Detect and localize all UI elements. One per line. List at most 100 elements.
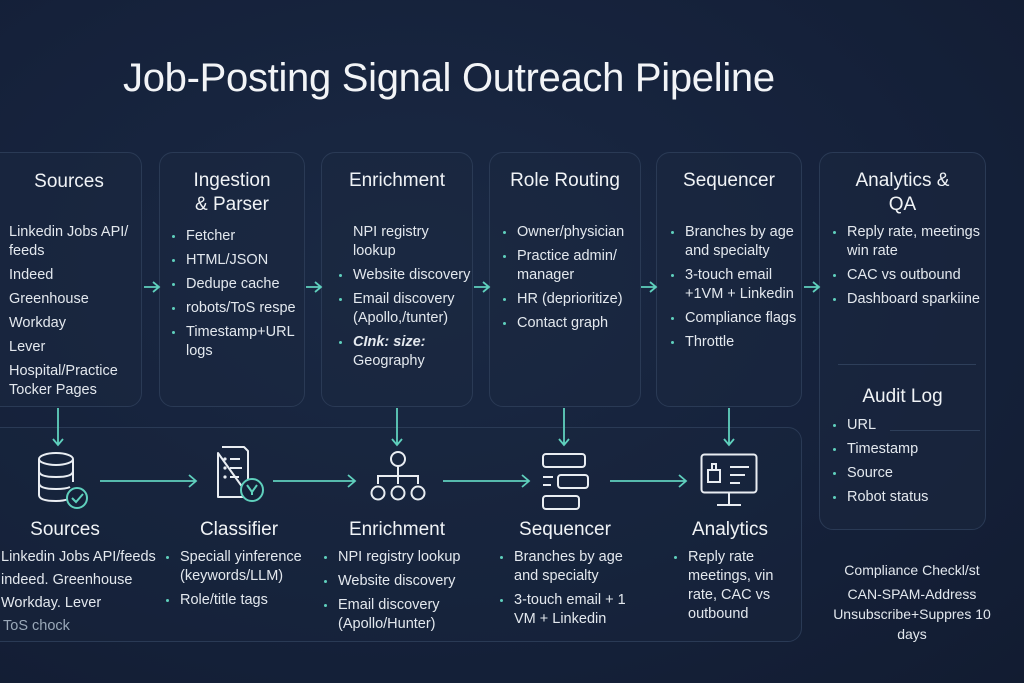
arrow-right-icon (804, 281, 821, 293)
stage-title-line: QA (888, 194, 917, 215)
stage-item: Contact graph (503, 314, 641, 333)
audit-log-items: URL Timestamp Source Robot status (833, 416, 983, 512)
stage-card-ingestion: Ingestion & Parser Fetcher HTML/JSON Ded… (159, 152, 305, 407)
node-title-sources: Sources (30, 519, 100, 540)
node-item: Linkedin Jobs API/feeds (1, 549, 156, 565)
arrow-down-icon (558, 408, 570, 447)
audit-item: Source (833, 464, 983, 483)
italic-label: CInk: size: (353, 334, 426, 350)
stage-items: Linkedin Jobs API/ feeds Indeed Greenhou… (9, 223, 139, 405)
node-items-sources: Linkedin Jobs API/feeds indeed. Greenhou… (1, 548, 161, 640)
stage-title: Ingestion & Parser (160, 169, 304, 217)
hierarchy-icon (370, 451, 426, 501)
page-title: Job-Posting Signal Outreach Pipeline (123, 56, 775, 100)
node-item: Branches by age and specialty (500, 548, 650, 586)
stage-item: Lever (9, 339, 46, 355)
stage-items: Fetcher HTML/JSON Dedupe cache robots/To… (172, 227, 304, 366)
stage-item: Website discovery (339, 266, 473, 285)
stage-card-analytics-qa: Analytics & QA Reply rate, meetings win … (819, 152, 986, 530)
monitor-dashboard-icon (700, 453, 758, 506)
sequence-blocks-icon (542, 453, 589, 510)
node-item: NPI registry lookup (324, 548, 474, 567)
audit-item: URL (833, 416, 983, 435)
node-item: Speciall yinference (keywords/LLM) (166, 548, 316, 586)
stage-items: NPI registry lookup Website discovery Em… (339, 223, 473, 376)
stage-item: Hospital/Practice Tocker Pages (9, 363, 118, 398)
arrow-right-icon (144, 281, 161, 293)
node-item: Email discovery (Apollo/Hunter) (324, 596, 474, 634)
divider (890, 430, 980, 431)
node-items-enrichment: NPI registry lookup Website discovery Em… (324, 548, 474, 639)
stage-item: CInk: size: Geography (339, 333, 473, 371)
stage-title-line: & Parser (195, 194, 269, 215)
stage-title: Analytics & QA (820, 169, 985, 217)
arrow-right-icon (474, 281, 491, 293)
stage-items: Reply rate, meetings win rate CAC vs out… (833, 223, 985, 314)
stage-item: Owner/physician (503, 223, 641, 242)
stage-item: HTML/JSON (172, 251, 304, 270)
stage-item-text: Geography (353, 353, 425, 369)
stage-item: Dashboard sparkiine (833, 290, 985, 309)
stage-title: Role Routing (510, 170, 620, 191)
node-item: Role/title tags (166, 591, 316, 610)
document-list-icon (217, 446, 264, 502)
node-item: Reply rate meetings, vin rate, CAC vs ou… (674, 548, 774, 624)
database-check-icon (38, 452, 88, 509)
compliance-line: days (897, 626, 927, 642)
stage-item: HR (deprioritize) (503, 290, 641, 309)
audit-log-title: Audit Log (862, 386, 943, 407)
stage-item: Practice admin/ manager (503, 247, 641, 285)
stage-items: Branches by age and specialty 3-touch em… (671, 223, 803, 357)
stage-item: Greenhouse (9, 291, 89, 307)
compliance-line: CAN-SPAM-Address (847, 586, 977, 602)
stage-title-line: Analytics & (855, 170, 950, 191)
stage-item: Throttle (671, 333, 803, 352)
stage-item: Workday (9, 315, 66, 331)
node-item: Workday. Lever (1, 595, 102, 611)
stage-item: Compliance flags (671, 309, 803, 328)
compliance-checklist: Compliance Checkl/st CAN-SPAM-Address Un… (828, 561, 996, 645)
compliance-title: Compliance Checkl/st (844, 562, 980, 578)
arrow-right-icon (306, 281, 323, 293)
node-title-sequencer: Sequencer (519, 519, 611, 540)
arrow-down-icon (723, 408, 735, 447)
arrow-right-icon (100, 474, 198, 488)
audit-item: Timestamp (833, 440, 983, 459)
arrow-right-icon (443, 474, 531, 488)
stage-item: Reply rate, meetings win rate (833, 223, 985, 261)
node-items-classifier: Speciall yinference (keywords/LLM) Role/… (166, 548, 316, 615)
stage-item: CAC vs outbound (833, 266, 985, 285)
node-item: Website discovery (324, 572, 474, 591)
stage-title: Sequencer (683, 170, 775, 191)
stage-card-enrichment: Enrichment NPI registry lookup Website d… (321, 152, 473, 407)
stage-card-sources: Sources Linkedin Jobs API/ feeds Indeed … (0, 152, 142, 407)
stage-item: NPI registry lookup (353, 224, 429, 259)
audit-item: Robot status (833, 488, 983, 507)
node-item: indeed. Greenhouse (1, 572, 133, 588)
stage-item: Dedupe cache (172, 275, 304, 294)
stage-title: Enrichment (348, 170, 446, 191)
stage-item: Indeed (9, 267, 54, 283)
compliance-line: Unsubscribe+Suppres 10 (833, 606, 991, 622)
stage-item: 3-touch email +1VM + Linkedin (671, 266, 803, 304)
node-items-analytics: Reply rate meetings, vin rate, CAC vs ou… (674, 548, 774, 629)
node-item-muted: ToS chock (3, 618, 70, 634)
arrow-down-icon (52, 408, 64, 447)
node-title-analytics: Analytics (691, 519, 769, 540)
stage-card-role-routing: Role Routing Owner/physician Practice ad… (489, 152, 641, 407)
arrow-right-icon (610, 474, 688, 488)
node-item: 3-touch email + 1 VM + Linkedin (500, 591, 650, 629)
stage-item: Fetcher (172, 227, 304, 246)
stage-items: Owner/physician Practice admin/ manager … (503, 223, 641, 338)
lower-flow-panel (0, 427, 802, 642)
stage-item: Email discovery (Apollo,/tunter) (339, 290, 473, 328)
stage-item: Branches by age and specialty (671, 223, 803, 261)
node-items-sequencer: Branches by age and specialty 3-touch em… (500, 548, 650, 634)
arrow-right-icon (641, 281, 658, 293)
stage-item: robots/ToS respe (172, 299, 304, 318)
node-title-classifier: Classifier (199, 519, 279, 540)
stage-item: Linkedin Jobs API/ feeds (9, 224, 129, 259)
divider (838, 364, 976, 365)
stage-title: Sources (34, 171, 104, 192)
stage-title-line: Ingestion (193, 170, 271, 191)
